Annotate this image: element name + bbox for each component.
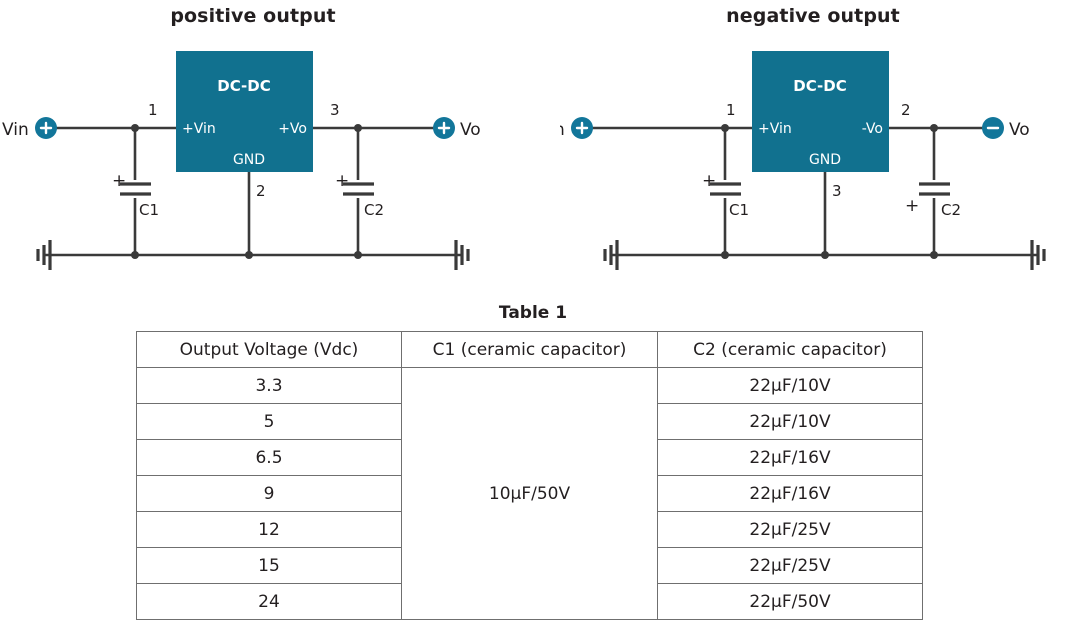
dcdc-block-negative: [752, 51, 889, 172]
junction-node: [354, 124, 362, 132]
junction-node: [354, 251, 362, 259]
table-row: 3.3 10µF/50V 22µF/10V: [136, 367, 923, 620]
vin-terminal-negative: Vin: [560, 117, 593, 140]
capacitor-c1-label: C1: [139, 201, 159, 219]
capacitor-c1-polarity: +: [702, 171, 716, 191]
capacitor-c2-positive: + C2: [335, 171, 384, 219]
cell-voltage: 24: [136, 583, 402, 620]
dcdc-label: DC-DC: [217, 77, 271, 95]
ground-symbol-left: [603, 240, 619, 270]
chip-pin-vo: +Vo: [278, 121, 307, 137]
chip-pin-gnd: GND: [233, 152, 265, 168]
negative-output-circuit: DC-DC +Vin -Vo GND + C1 + C2: [560, 51, 1046, 270]
table-row: 24 22µF/50V: [136, 583, 923, 620]
pin-number-2: 2: [256, 182, 266, 200]
vo-terminal-positive: Vo: [433, 117, 481, 140]
cell-c2: 22µF/50V: [657, 583, 923, 620]
header-output-voltage: Output Voltage (Vdc): [136, 331, 402, 368]
cell-voltage: 9: [136, 475, 402, 512]
chip-pin-vo: -Vo: [862, 121, 883, 137]
vin-label: Vin: [560, 120, 565, 140]
cell-voltage: 15: [136, 547, 402, 584]
specification-table: Output Voltage (Vdc) C1 (ceramic capacit…: [136, 331, 923, 620]
pin-number-3: 3: [330, 101, 340, 119]
capacitor-c2-label: C2: [364, 201, 384, 219]
capacitor-c2-polarity: +: [905, 196, 919, 216]
table-row: 9 22µF/16V: [136, 475, 923, 512]
vo-terminal-negative: Vo: [982, 117, 1030, 140]
capacitor-c1-label: C1: [729, 201, 749, 219]
cell-c1-value: 10µF/50V: [401, 367, 658, 620]
junction-node: [245, 251, 253, 259]
chip-pin-vin: +Vin: [182, 121, 216, 137]
cell-voltage: 12: [136, 511, 402, 548]
junction-node: [721, 251, 729, 259]
chip-pin-vin: +Vin: [758, 121, 792, 137]
junction-node: [131, 251, 139, 259]
ground-symbol-left: [36, 240, 52, 270]
dcdc-label: DC-DC: [793, 77, 847, 95]
pin-number-3: 3: [832, 182, 842, 200]
vin-label: Vin: [2, 120, 29, 140]
junction-node: [721, 124, 729, 132]
capacitor-c2-label: C2: [941, 201, 961, 219]
junction-node: [930, 251, 938, 259]
ground-symbol-right: [1030, 240, 1046, 270]
cell-c2: 22µF/10V: [657, 367, 923, 404]
capacitor-c1-negative: + C1: [702, 171, 749, 219]
capacitor-c2-polarity: +: [335, 171, 349, 191]
header-c2: C2 (ceramic capacitor): [657, 331, 923, 368]
cell-voltage: 5: [136, 403, 402, 440]
chip-pin-gnd: GND: [809, 152, 841, 168]
cell-voltage: 6.5: [136, 439, 402, 476]
cell-voltage: 3.3: [136, 367, 402, 404]
vo-label: Vo: [1009, 120, 1030, 140]
table-caption: Table 1: [498, 303, 568, 323]
capacitor-c1-polarity: +: [112, 171, 126, 191]
junction-node: [930, 124, 938, 132]
ground-symbol-right: [454, 240, 470, 270]
capacitor-c2-negative: + C2: [905, 180, 961, 219]
vo-label: Vo: [460, 120, 481, 140]
table-row: 15 22µF/25V: [136, 547, 923, 584]
pin-number-1: 1: [148, 101, 158, 119]
capacitor-c1-positive: + C1: [112, 171, 159, 219]
negative-output-title: negative output: [726, 5, 900, 27]
table-row: 12 22µF/25V: [136, 511, 923, 548]
cell-c2: 22µF/16V: [657, 475, 923, 512]
junction-node: [131, 124, 139, 132]
positive-output-title: positive output: [170, 5, 336, 27]
positive-output-circuit: DC-DC +Vin +Vo GND + C1 + C2: [2, 51, 481, 270]
cell-c2: 22µF/25V: [657, 511, 923, 548]
junction-node: [821, 251, 829, 259]
cell-c2: 22µF/25V: [657, 547, 923, 584]
table-header-row: Output Voltage (Vdc) C1 (ceramic capacit…: [136, 331, 923, 368]
table-row: 6.5 22µF/16V: [136, 439, 923, 476]
vin-terminal-positive: Vin: [2, 117, 57, 140]
pin-number-2: 2: [901, 101, 911, 119]
cell-c2: 22µF/10V: [657, 403, 923, 440]
header-c1: C1 (ceramic capacitor): [401, 331, 658, 368]
dcdc-block-positive: [176, 51, 313, 172]
cell-c2: 22µF/16V: [657, 439, 923, 476]
pin-number-1: 1: [726, 101, 736, 119]
